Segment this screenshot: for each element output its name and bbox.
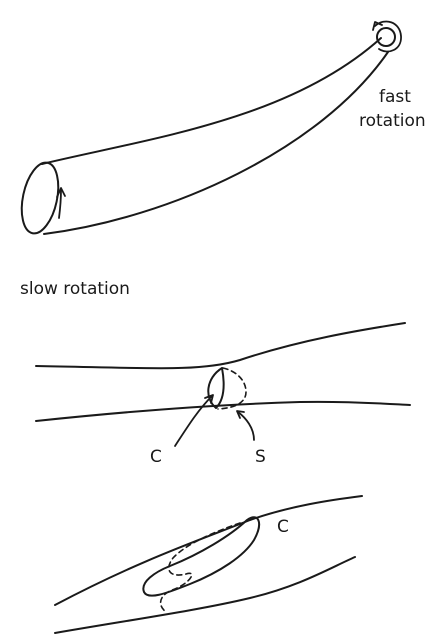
fast-rotation-swirl [374, 20, 402, 53]
slow-rotation-arrowhead [56, 187, 66, 198]
fast-label: fast [379, 87, 411, 107]
c-pointer-arrowhead [204, 394, 214, 404]
bottom-tube-upper-edge [54, 495, 363, 606]
label-c-bottom: C [277, 517, 289, 537]
circuit-s-loop [217, 367, 247, 410]
label-s-middle: S [255, 447, 266, 467]
wide-end-cross-section [20, 161, 60, 235]
narrow-end-cross-section [376, 27, 396, 47]
rotation-label: rotation [359, 111, 426, 131]
elongated-loop-dashed [159, 522, 241, 613]
tapered-vortex-tube [20, 20, 402, 235]
bottom-tube [54, 495, 363, 634]
elongated-loop-c [142, 516, 261, 597]
fast-rotation-arrowhead [372, 21, 383, 31]
tube-upper-edge [41, 37, 382, 165]
middle-tube-lower-edge [35, 400, 411, 422]
middle-tube [35, 322, 411, 447]
tube-lower-edge [43, 51, 389, 235]
bottom-tube-lower-edge [54, 556, 356, 634]
s-pointer-arrowhead [236, 410, 245, 419]
slow-rotation-label: slow rotation [20, 279, 130, 299]
label-c-middle: C [150, 447, 162, 467]
slow-rotation-arrow [58, 189, 62, 219]
c-pointer-line [174, 395, 213, 447]
circuit-c-loop [207, 367, 225, 409]
middle-tube-upper-edge [35, 322, 406, 370]
s-pointer-line [237, 411, 255, 441]
